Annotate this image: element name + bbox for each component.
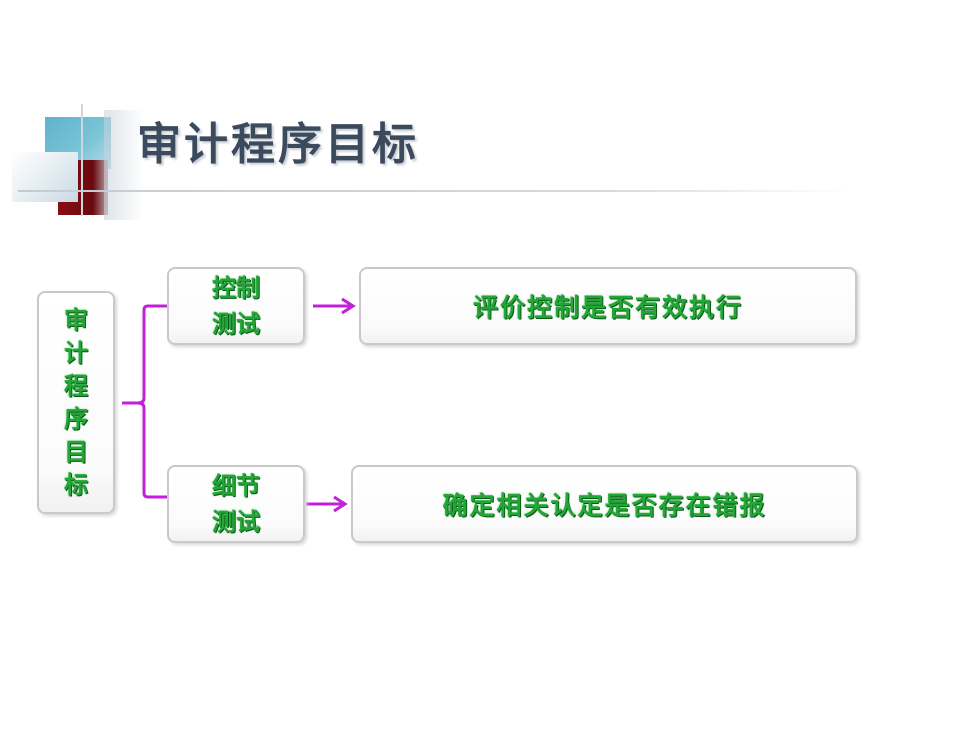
branch-label-line: 控制 [212,274,260,302]
root-char: 序 [64,404,88,433]
branch-label-line: 测试 [212,310,260,338]
branch-box-control-test: 控制 测试 [167,267,305,345]
result-text: 确定相关认定是否存在错报 [442,491,767,520]
root-char: 计 [64,338,88,367]
decorative-vertical-line [81,104,83,216]
decorative-fade [104,110,144,220]
result-box-control-test: 评价控制是否有效执行 [359,267,857,345]
root-char: 目 [64,437,88,466]
decorative-square-light [12,152,78,202]
root-char: 标 [64,470,88,499]
root-char: 审 [64,305,88,334]
branch-label-line: 细节 [212,472,260,500]
branch-label-line: 测试 [212,508,260,536]
result-box-detail-test: 确定相关认定是否存在错报 [351,465,858,543]
title-divider-line [18,190,848,192]
root-box-audit-procedure-objective: 审 计 程 序 目 标 [37,291,115,514]
branch-box-detail-test: 细节 测试 [167,465,305,543]
root-char: 程 [64,371,88,400]
slide-title: 审计程序目标 [137,119,419,170]
result-text: 评价控制是否有效执行 [472,293,743,322]
